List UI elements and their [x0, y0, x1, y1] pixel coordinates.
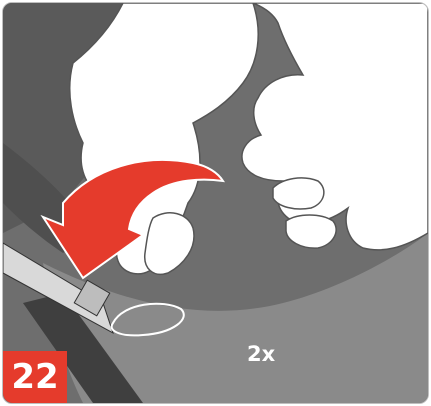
step-number-badge: 22 [3, 351, 67, 403]
step-number-text: 22 [11, 357, 58, 397]
illustration-drawing [3, 3, 428, 403]
repeat-count-label: 2x [247, 342, 275, 366]
